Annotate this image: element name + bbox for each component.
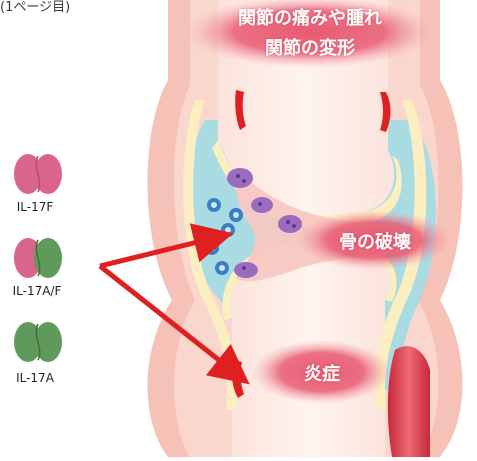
il-17a-icon <box>14 322 62 362</box>
il-17f-icon <box>14 154 62 194</box>
symptom-label-deformity: 関節の変形 <box>195 34 425 60</box>
il-17f-label: IL-17F <box>10 200 60 214</box>
il-17a-label: IL-17A <box>10 371 60 385</box>
muscle-bundle <box>388 346 430 457</box>
il-17af-icon <box>14 238 62 278</box>
bone-destruction-label: 骨の破壊 <box>300 228 450 254</box>
inflammation-label: 炎症 <box>262 360 382 386</box>
page-note: (1ページ目) <box>0 0 70 15</box>
symptom-label-pain: 関節の痛みや腫れ <box>195 4 425 30</box>
il-17af-label: IL-17A/F <box>2 284 72 298</box>
